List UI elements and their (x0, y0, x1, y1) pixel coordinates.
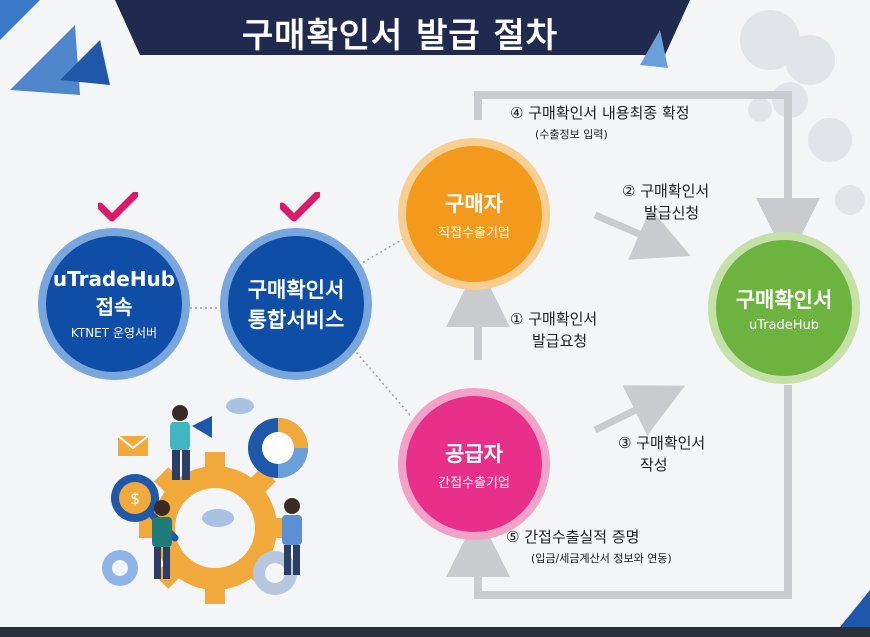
purchase-confirmation-sublabel: uTradeHub (748, 317, 820, 333)
utradehub-access-node: uTradeHub 접속 KTNET 운영서버 (38, 228, 190, 380)
bottom-bar (0, 627, 870, 637)
integrated-service-line1: 구매확인서 (247, 278, 345, 302)
step-2-label: ② 구매확인서 발급신청 (622, 180, 709, 224)
page-title: 구매확인서 발급 절차 (241, 16, 559, 56)
step-4-note: (수출정보 입력) (535, 128, 608, 141)
step-3-line1: ③ 구매확인서 (618, 434, 706, 452)
purchase-confirmation-label: 구매확인서 (735, 287, 833, 312)
step-3-label: ③ 구매확인서 작성 (618, 432, 705, 476)
integrated-service-line2: 통합서비스 (247, 308, 345, 332)
step-4-label: ④ 구매확인서 내용최종 확정 (수출정보 입력) (510, 102, 690, 146)
supplier-node: 공급자 간접수출기업 (398, 388, 550, 540)
check-icon-1 (98, 192, 138, 222)
step-1-label: ① 구매확인서 발급요청 (510, 308, 597, 352)
check-icon-2 (280, 192, 320, 222)
step-1-line1: ① 구매확인서 (510, 310, 598, 328)
utradehub-access-line2: 접속 (95, 295, 133, 319)
step-2-line1: ② 구매확인서 (622, 182, 710, 200)
step-4-title: ④ 구매확인서 내용최종 확정 (510, 104, 690, 122)
buyer-label: 구매자 (445, 191, 503, 216)
arrow-step-3 (593, 385, 686, 436)
utradehub-access-sub: KTNET 운영서버 (70, 326, 158, 340)
purchase-confirmation-node: 구매확인서 uTradeHub (708, 232, 860, 384)
arrow-step-2 (593, 208, 691, 260)
supplier-sublabel: 간접수출기업 (438, 475, 510, 491)
teamwork-gears-illustration: $ (102, 398, 308, 604)
svg-text:$: $ (130, 489, 140, 508)
supplier-label: 공급자 (445, 441, 503, 466)
arrow-step-4 (474, 91, 820, 262)
step-5-note: (입금/세금계산서 정보와 연동) (531, 552, 672, 565)
arrow-step-5 (446, 385, 792, 599)
step-2-line2: 발급신청 (644, 204, 700, 222)
utradehub-access-line1: uTradeHub (52, 267, 176, 291)
step-5-label: ⑤ 간접수출실적 증명 (입금/세금계산서 정보와 연동) (506, 526, 672, 570)
buyer-node: 구매자 직접수출기업 (398, 138, 550, 290)
buyer-sublabel: 직접수출기업 (438, 225, 510, 241)
step-1-line2: 발급요청 (532, 332, 588, 350)
integrated-service-node: 구매확인서 통합서비스 (220, 228, 372, 380)
title-banner: 구매확인서 발급 절차 (100, 0, 700, 56)
step-5-title: ⑤ 간접수출실적 증명 (506, 528, 640, 546)
step-3-line2: 작성 (640, 456, 668, 474)
